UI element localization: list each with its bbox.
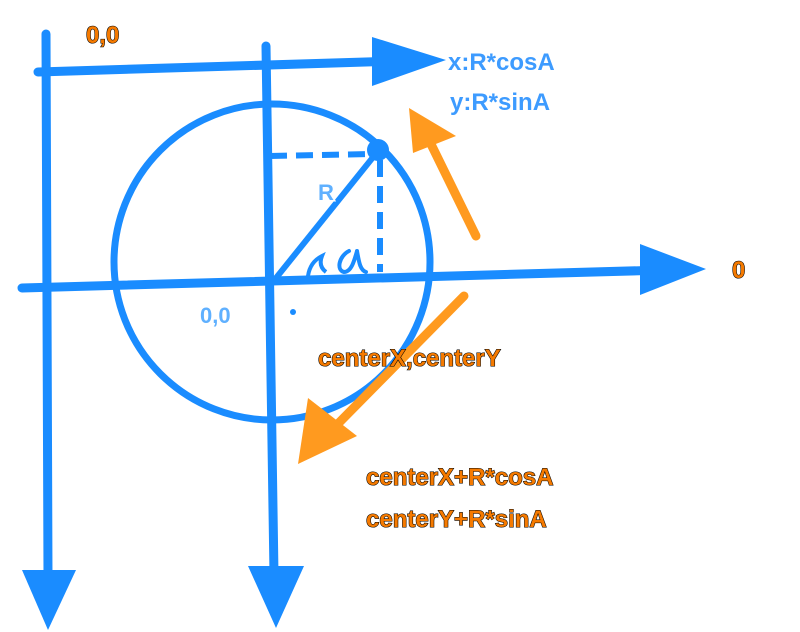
local-x-axis: [17, 265, 670, 293]
global-x-arrowhead: [372, 37, 446, 86]
result-x-label: centerX+R*cosA: [366, 464, 553, 491]
local-y-axis: [261, 41, 279, 580]
center-label: centerX,centerY: [318, 345, 501, 372]
orange-arrow-up: [423, 133, 481, 241]
radius-label: R: [318, 180, 334, 205]
formula-y-label: y:R*sinA: [450, 89, 550, 116]
x-projection-dashed: [269, 151, 373, 159]
formula-x-label: x:R*cosA: [448, 49, 555, 76]
local-origin-label: 0,0: [200, 303, 231, 328]
radius-construction: [269, 139, 389, 315]
global-x-axis: [33, 56, 405, 77]
origin-dot: [290, 309, 296, 315]
local-axes: [17, 41, 706, 628]
angle-symbol: [337, 249, 368, 275]
global-axes: [22, 29, 446, 630]
circle-point: [367, 139, 389, 161]
orange-arrow-up-head: [409, 108, 456, 153]
orange-arrow-down-head: [298, 398, 357, 464]
axis-end-label: 0: [732, 257, 745, 284]
orange-arrows: [298, 108, 481, 464]
result-y-label: centerY+R*sinA: [366, 506, 547, 533]
orange-arrow-down: [315, 291, 469, 447]
angle-arc: [306, 251, 328, 277]
local-y-arrowhead: [248, 566, 304, 628]
global-y-axis: [41, 29, 53, 583]
radius-line: [273, 154, 377, 280]
global-origin-label: 0,0: [86, 22, 119, 49]
global-y-arrowhead: [22, 570, 76, 630]
local-x-arrowhead: [640, 244, 706, 295]
